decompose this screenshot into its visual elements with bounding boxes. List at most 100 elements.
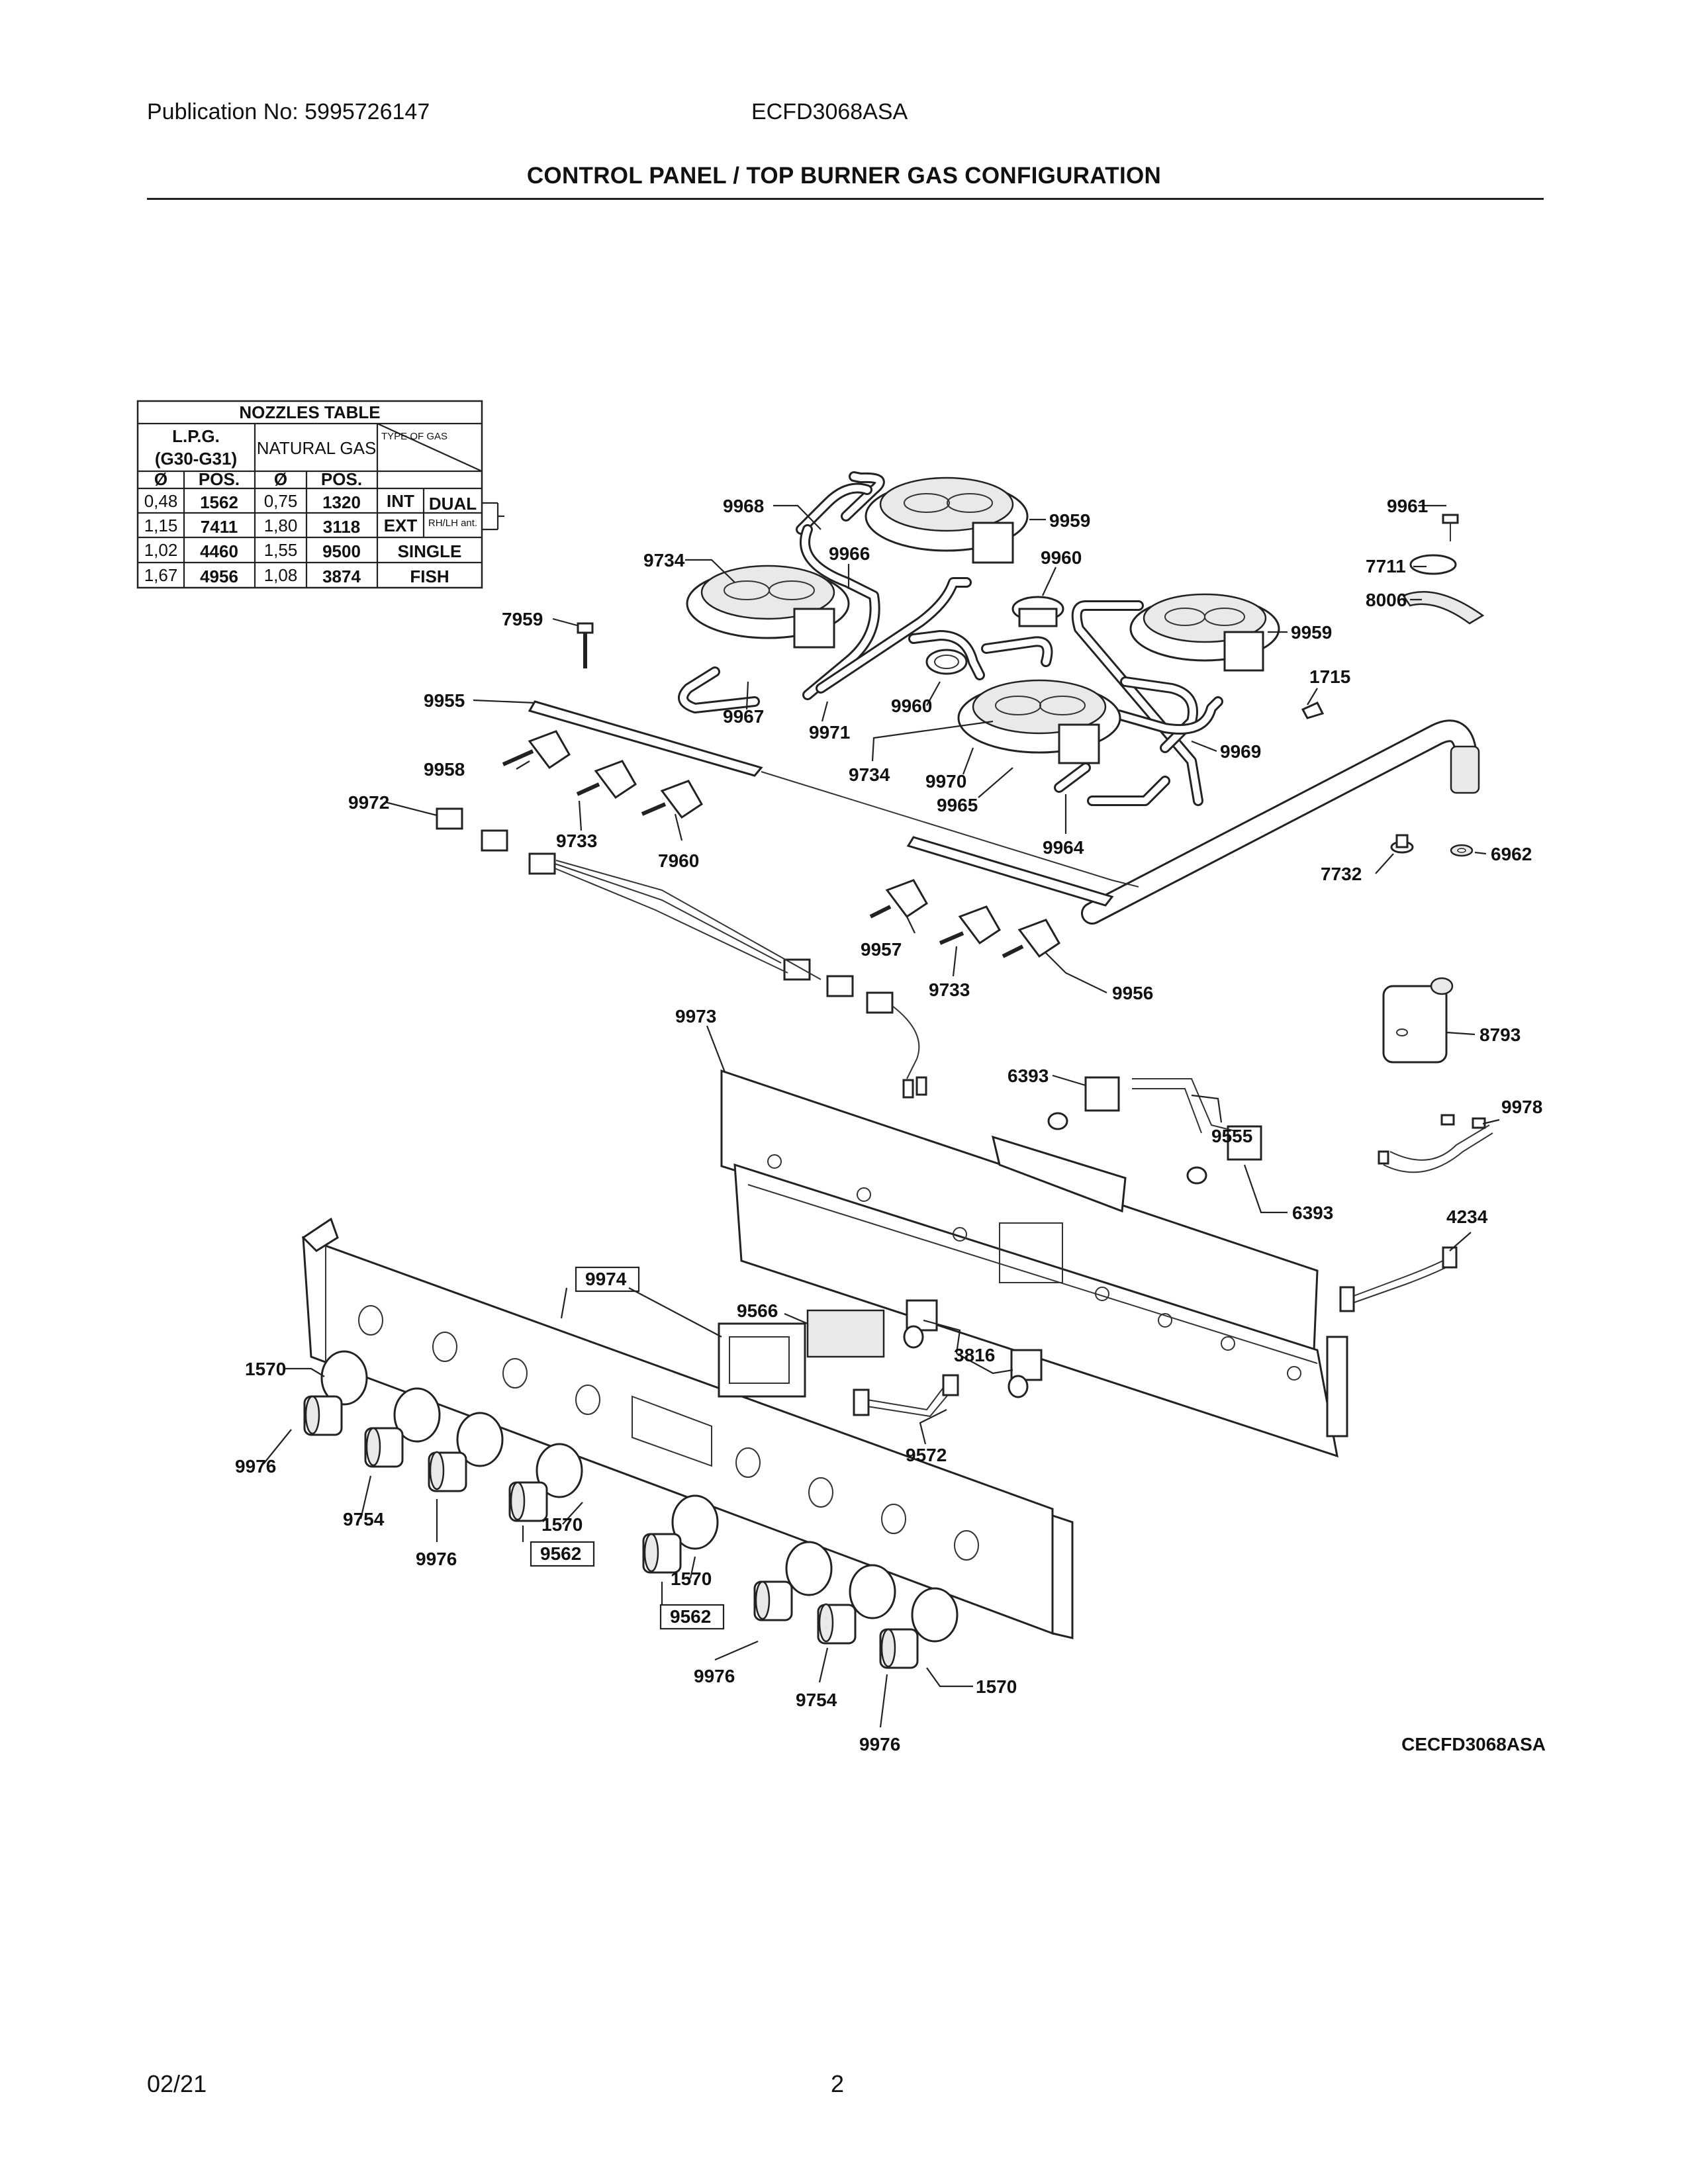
callout-1715: 1715 bbox=[1309, 666, 1350, 687]
nozzle-row-1-lpg-position: 1562 bbox=[200, 492, 238, 512]
valve-9958 bbox=[502, 730, 571, 770]
display-board-9566 bbox=[718, 1309, 885, 1398]
valve-9956 bbox=[1002, 919, 1060, 958]
callout-9754-right: 9754 bbox=[796, 1690, 837, 1710]
plate-7711 bbox=[1409, 554, 1457, 575]
burner-right bbox=[1129, 593, 1280, 672]
natural-gas-label: NATURAL GAS bbox=[257, 438, 377, 458]
washer-6962 bbox=[1450, 844, 1474, 857]
control-panel-front bbox=[301, 1217, 1074, 1639]
nozzle-row-1-lpg-diameter: 0,48 bbox=[144, 491, 178, 511]
publication-number: Publication No: 5995726147 bbox=[147, 99, 430, 124]
nozzle-row-4-lpg-position: 4956 bbox=[200, 567, 238, 586]
callout-1570-left: 1570 bbox=[245, 1359, 286, 1379]
callout-4234: 4234 bbox=[1446, 1206, 1488, 1227]
callout-9966: 9966 bbox=[829, 543, 870, 564]
callout-9978: 9978 bbox=[1501, 1097, 1542, 1117]
callout-3816: 3816 bbox=[954, 1345, 995, 1365]
nozzle-row-3-lpg-diameter: 1,02 bbox=[144, 540, 178, 560]
callout-7711: 7711 bbox=[1366, 556, 1406, 576]
knob-9754-2 bbox=[817, 1564, 896, 1645]
callout-9967: 9967 bbox=[723, 706, 764, 727]
callout-7732: 7732 bbox=[1321, 864, 1362, 884]
nozzle-row-4-lpg-diameter: 1,67 bbox=[144, 565, 178, 585]
callout-9964: 9964 bbox=[1043, 837, 1084, 858]
callout-8793: 8793 bbox=[1479, 1024, 1521, 1045]
valve-7960 bbox=[641, 780, 703, 819]
burner-cap-9960-lower bbox=[925, 649, 968, 675]
footer-date: 02/21 bbox=[147, 2070, 207, 2097]
callout-9976-first: 9976 bbox=[235, 1456, 276, 1477]
bracket-9555-assembly bbox=[991, 1076, 1262, 1213]
callout-9734-front: 9734 bbox=[849, 764, 890, 785]
nozzle-row-1-type: INT bbox=[387, 491, 414, 511]
header-rule bbox=[147, 198, 1544, 200]
page-title: CONTROL PANEL / TOP BURNER GAS CONFIGURA… bbox=[526, 163, 1162, 189]
callout-1570-right: 1570 bbox=[976, 1676, 1017, 1697]
callout-9971: 9971 bbox=[809, 722, 850, 743]
nozzle-row-4-natural-position: 3874 bbox=[322, 567, 361, 586]
callout-6393-lower: 6393 bbox=[1292, 1203, 1333, 1223]
nozzle-row-2-natural-position: 3118 bbox=[323, 517, 360, 537]
module-8793 bbox=[1382, 977, 1454, 1064]
natural-diameter-header: Ø bbox=[274, 469, 287, 489]
callout-9566: 9566 bbox=[737, 1300, 778, 1321]
valve-9733-right bbox=[939, 905, 1001, 945]
leader-lines bbox=[263, 504, 1500, 1728]
callout-1570-center-left: 1570 bbox=[541, 1514, 583, 1535]
nozzle-row-1-natural-diameter: 0,75 bbox=[264, 491, 298, 511]
callout-9974: 9974 bbox=[585, 1269, 627, 1289]
harness-9978 bbox=[1378, 1114, 1493, 1173]
nozzle-row-2-lpg-diameter: 1,15 bbox=[144, 516, 178, 535]
screw-9961 bbox=[1442, 514, 1459, 541]
callout-9976-fourth: 9976 bbox=[859, 1734, 900, 1754]
nozzle-row-2-lpg-position: 7411 bbox=[201, 517, 238, 537]
callout-9960-upper: 9960 bbox=[1041, 547, 1082, 568]
harness-9572 bbox=[853, 1374, 959, 1418]
knob-9976-4 bbox=[879, 1587, 959, 1669]
callout-9972: 9972 bbox=[348, 792, 389, 813]
knob-9976-2 bbox=[428, 1412, 504, 1492]
knob-9976-3 bbox=[753, 1541, 833, 1621]
lpg-position-header: POS. bbox=[199, 469, 240, 489]
callout-9970: 9970 bbox=[925, 771, 966, 792]
lpg-label: L.P.G. bbox=[172, 426, 220, 446]
lpg-diameter-header: Ø bbox=[154, 469, 167, 489]
callout-9976-third: 9976 bbox=[694, 1666, 735, 1686]
clip-1715 bbox=[1301, 702, 1325, 719]
burner-center-front bbox=[957, 679, 1121, 764]
callout-9957: 9957 bbox=[861, 939, 902, 960]
callout-9956: 9956 bbox=[1112, 983, 1153, 1003]
model-number: ECFD3068ASA bbox=[751, 99, 908, 124]
nozzle-row-2-type: EXT bbox=[384, 516, 418, 535]
knob-1570-center-left bbox=[508, 1443, 583, 1522]
nozzle-row-3-lpg-position: 4460 bbox=[200, 541, 238, 561]
burner-rear-center bbox=[865, 477, 1029, 564]
nozzle-row-3-natural-diameter: 1,55 bbox=[264, 540, 298, 560]
valve-rail-9955 bbox=[528, 700, 1139, 907]
harness-4234 bbox=[1339, 1246, 1458, 1312]
bracket-8006 bbox=[1402, 591, 1485, 625]
callout-9572: 9572 bbox=[906, 1445, 947, 1465]
natural-position-header: POS. bbox=[321, 469, 362, 489]
callout-9754-left: 9754 bbox=[343, 1509, 385, 1529]
knob-1570-center-right bbox=[642, 1494, 719, 1574]
burner-cap-9960-upper bbox=[1011, 596, 1064, 627]
callout-9562-right: 9562 bbox=[670, 1606, 711, 1627]
switch-3816 bbox=[903, 1299, 1043, 1398]
callout-9734-rear: 9734 bbox=[643, 550, 685, 570]
callout-9958: 9958 bbox=[424, 759, 465, 780]
callout-9968: 9968 bbox=[723, 496, 764, 516]
burner-rear-left bbox=[686, 565, 850, 649]
ignition-harness-9972 bbox=[436, 807, 927, 1099]
callout-box-9562-left bbox=[530, 1541, 595, 1567]
nozzle-row-4-natural-diameter: 1,08 bbox=[264, 565, 298, 585]
fitting-7732 bbox=[1390, 834, 1414, 854]
gas-manifold-pipes bbox=[678, 471, 1480, 925]
nozzles-table: NOZZLES TABLE L.P.G. (G30-G31) NATURAL G… bbox=[136, 400, 504, 589]
callout-9555: 9555 bbox=[1211, 1126, 1252, 1146]
nozzle-row-3-type: SINGLE bbox=[398, 541, 462, 561]
callout-9959-right: 9959 bbox=[1291, 622, 1332, 643]
callout-9965: 9965 bbox=[937, 795, 978, 815]
callout-9733-left: 9733 bbox=[556, 831, 597, 851]
